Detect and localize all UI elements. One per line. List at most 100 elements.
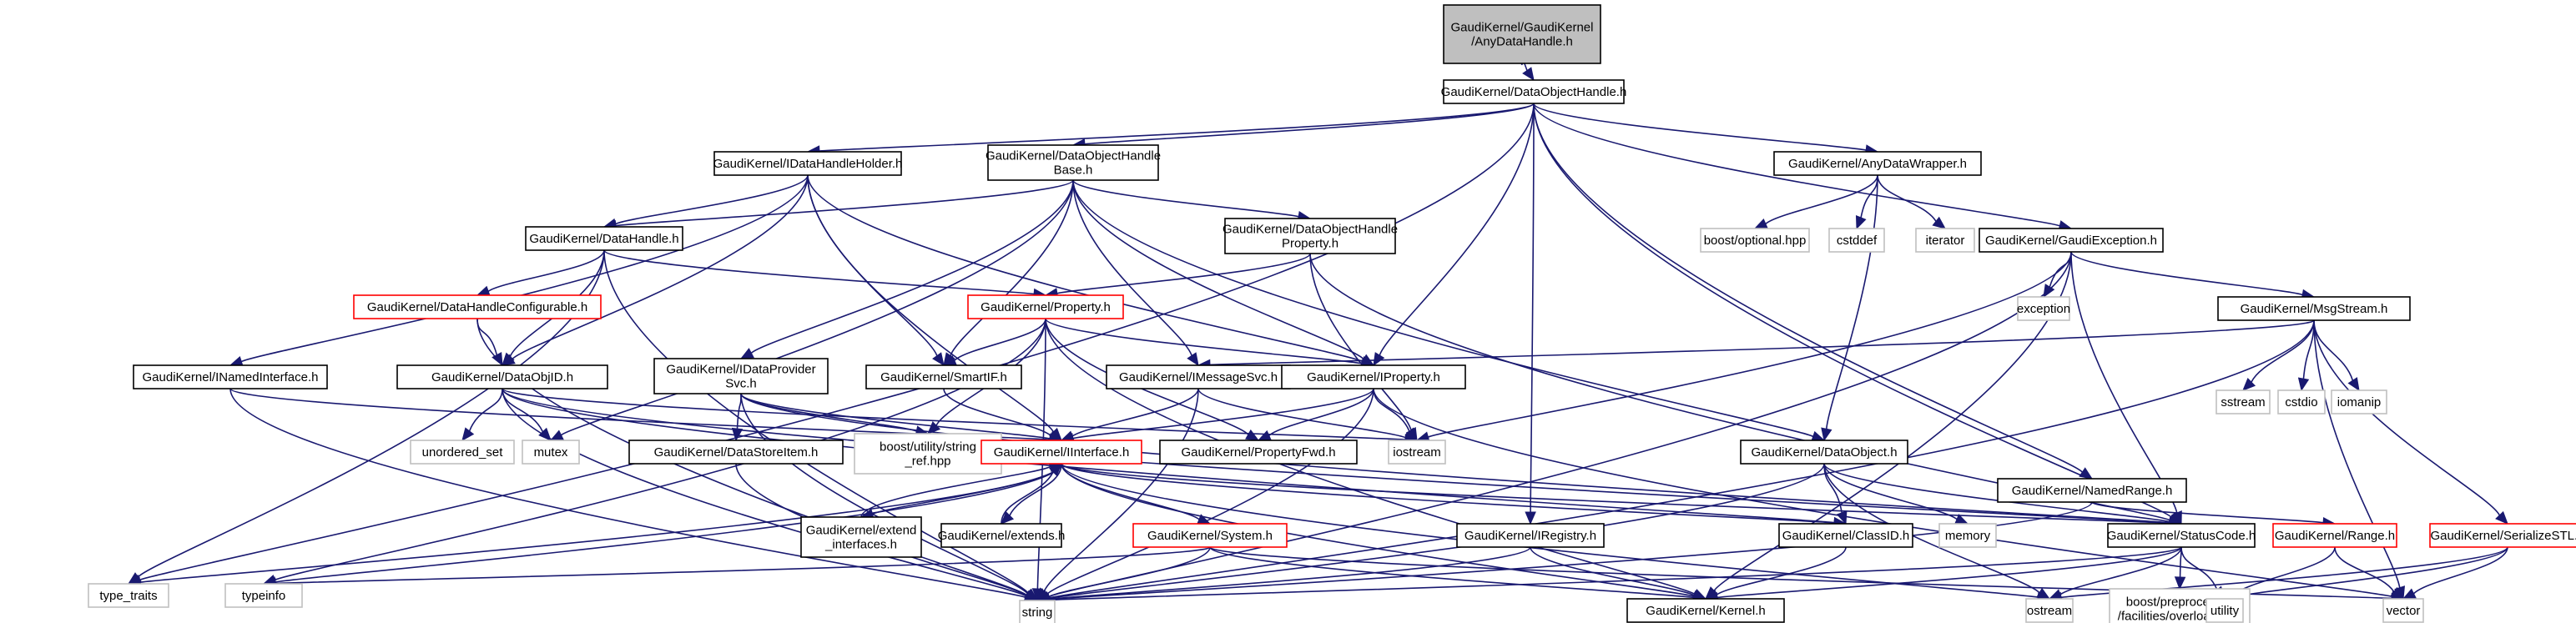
node-nrange[interactable]: GaudiKernel/NamedRange.h	[1997, 478, 2187, 503]
edge-line	[2334, 546, 2395, 593]
node-label: Base.h	[1054, 163, 1093, 178]
node-label: GaudiKernel/IProperty.h	[1307, 370, 1440, 384]
edge-line	[819, 103, 1535, 152]
node-box	[1443, 79, 1625, 104]
arrowhead-icon	[2390, 586, 2405, 600]
node-box	[2382, 598, 2424, 623]
node-extends[interactable]: GaudiKernel/extends.h	[938, 523, 1066, 548]
node-box	[940, 523, 1062, 548]
edge-line	[512, 174, 809, 360]
node-doh[interactable]: GaudiKernel/DataObjectHandle.h	[1441, 79, 1627, 104]
node-doid[interactable]: GaudiKernel/DataObjID.h	[396, 364, 608, 389]
node-box	[1224, 218, 1396, 254]
edge-line	[1309, 253, 1412, 431]
edge-line	[1373, 388, 1410, 432]
node-msgs[interactable]: GaudiKernel/MsgStream.h	[2217, 296, 2411, 321]
node-box	[1979, 228, 2164, 253]
node-box	[1456, 523, 1605, 548]
node-box	[1443, 4, 1601, 64]
node-label: GaudiKernel/IDataProvider	[666, 363, 815, 377]
node-label: GaudiKernel/SmartIF.h	[880, 370, 1007, 384]
node-label: GaudiKernel/DataObjectHandle	[986, 149, 1161, 163]
node-box	[525, 226, 683, 251]
node-box	[1281, 364, 1466, 389]
node-range[interactable]: GaudiKernel/Range.h	[2272, 523, 2397, 548]
node-dh[interactable]: GaudiKernel/DataHandle.h	[525, 226, 683, 251]
node-typeinfo: typeinfo	[224, 583, 303, 608]
edge-line	[740, 393, 2170, 524]
node-sc[interactable]: GaudiKernel/StatusCode.h	[2107, 523, 2256, 548]
edge-line	[2235, 546, 2336, 595]
arrowhead-icon	[731, 427, 744, 442]
node-gexc[interactable]: GaudiKernel/GaudiException.h	[1979, 228, 2164, 253]
edge-line	[229, 388, 1026, 599]
node-box	[653, 358, 829, 394]
arrowhead-icon	[2036, 587, 2051, 600]
node-kernel[interactable]: GaudiKernel/Kernel.h	[1626, 598, 1785, 623]
node-utility: utility	[2205, 598, 2244, 623]
node-pfwd[interactable]: GaudiKernel/PropertyFwd.h	[1159, 440, 1358, 465]
arrowhead-icon	[2495, 510, 2508, 525]
node-idhh[interactable]: GaudiKernel/IDataHandleHolder.h	[713, 151, 903, 176]
edge-line	[807, 174, 1364, 363]
node-box	[1997, 478, 2187, 503]
node-label: ostream	[2027, 604, 2072, 618]
node-label: utility	[2211, 604, 2240, 618]
edge-line	[139, 463, 1062, 583]
edge-line	[1071, 388, 1199, 437]
arrowhead-icon	[2174, 576, 2186, 590]
node-classid[interactable]: GaudiKernel/ClassID.h	[1778, 523, 1913, 548]
node-ireg[interactable]: GaudiKernel/IRegistry.h	[1456, 523, 1605, 548]
node-extint[interactable]: GaudiKernel/extend_interfaces.h	[800, 516, 922, 558]
edge-sc-to-bpp	[2174, 546, 2186, 590]
node-sstl[interactable]: GaudiKernel/SerializeSTL.h	[2429, 523, 2576, 548]
edge-line	[950, 179, 1074, 356]
edge-line	[1048, 319, 2315, 599]
node-label: GaudiKernel/IDataHandleHolder.h	[713, 157, 903, 171]
node-label: iomanip	[2337, 395, 2382, 409]
edge-gexc-to-msgs	[2070, 251, 2316, 300]
edge-line	[603, 249, 1029, 594]
edge-line	[1530, 103, 1535, 513]
edge-line	[1061, 463, 1695, 597]
node-label: GaudiKernel/extends.h	[938, 529, 1066, 543]
arrowhead-icon	[2347, 377, 2360, 392]
node-label: boost/utility/string	[880, 440, 976, 455]
node-dobj[interactable]: GaudiKernel/DataObject.h	[1740, 440, 1908, 465]
node-imsg[interactable]: GaudiKernel/IMessageSvc.h	[1106, 364, 1291, 389]
arrowhead-icon	[1753, 219, 1768, 229]
node-system[interactable]: GaudiKernel/System.h	[1132, 523, 1288, 548]
node-label: sstream	[2221, 395, 2265, 409]
edge-line	[603, 249, 1035, 295]
node-dhc[interactable]: GaudiKernel/DataHandleConfigurable.h	[353, 294, 602, 319]
edge-line	[1061, 463, 2170, 525]
edge-line	[502, 388, 1835, 524]
node-label: GaudiKernel/GaudiException.h	[1985, 234, 2157, 248]
node-root[interactable]: GaudiKernel/GaudiKernel/AnyDataHandle.h	[1443, 4, 1601, 64]
node-iprop[interactable]: GaudiKernel/IProperty.h	[1281, 364, 1466, 389]
node-smartif[interactable]: GaudiKernel/SmartIF.h	[865, 364, 1022, 389]
node-label: GaudiKernel/DataObjectHandle	[1222, 223, 1398, 237]
node-label: GaudiKernel/IMessageSvc.h	[1119, 370, 1278, 384]
edge-line	[502, 388, 2170, 524]
edge-adw-to-bopt	[1753, 174, 1878, 229]
node-box	[854, 433, 1002, 475]
node-box	[1938, 523, 1997, 548]
edge-line	[1716, 546, 1847, 595]
node-prop[interactable]: GaudiKernel/Property.h	[967, 294, 1124, 319]
node-adw[interactable]: GaudiKernel/AnyDataWrapper.h	[1773, 151, 1982, 176]
arrowhead-icon	[502, 352, 515, 366]
node-ini[interactable]: GaudiKernel/INamedInterface.h	[133, 364, 328, 389]
node-label: GaudiKernel/DataHandle.h	[529, 232, 678, 246]
edge-gexc-to-exception	[2043, 251, 2072, 299]
node-box	[1828, 228, 1885, 253]
node-dsi[interactable]: GaudiKernel/DataStoreItem.h	[628, 440, 844, 465]
node-iint[interactable]: GaudiKernel/IInterface.h	[980, 440, 1142, 465]
node-box	[2272, 523, 2397, 548]
edge-line	[1373, 388, 2392, 597]
edge-line	[1045, 318, 1363, 364]
